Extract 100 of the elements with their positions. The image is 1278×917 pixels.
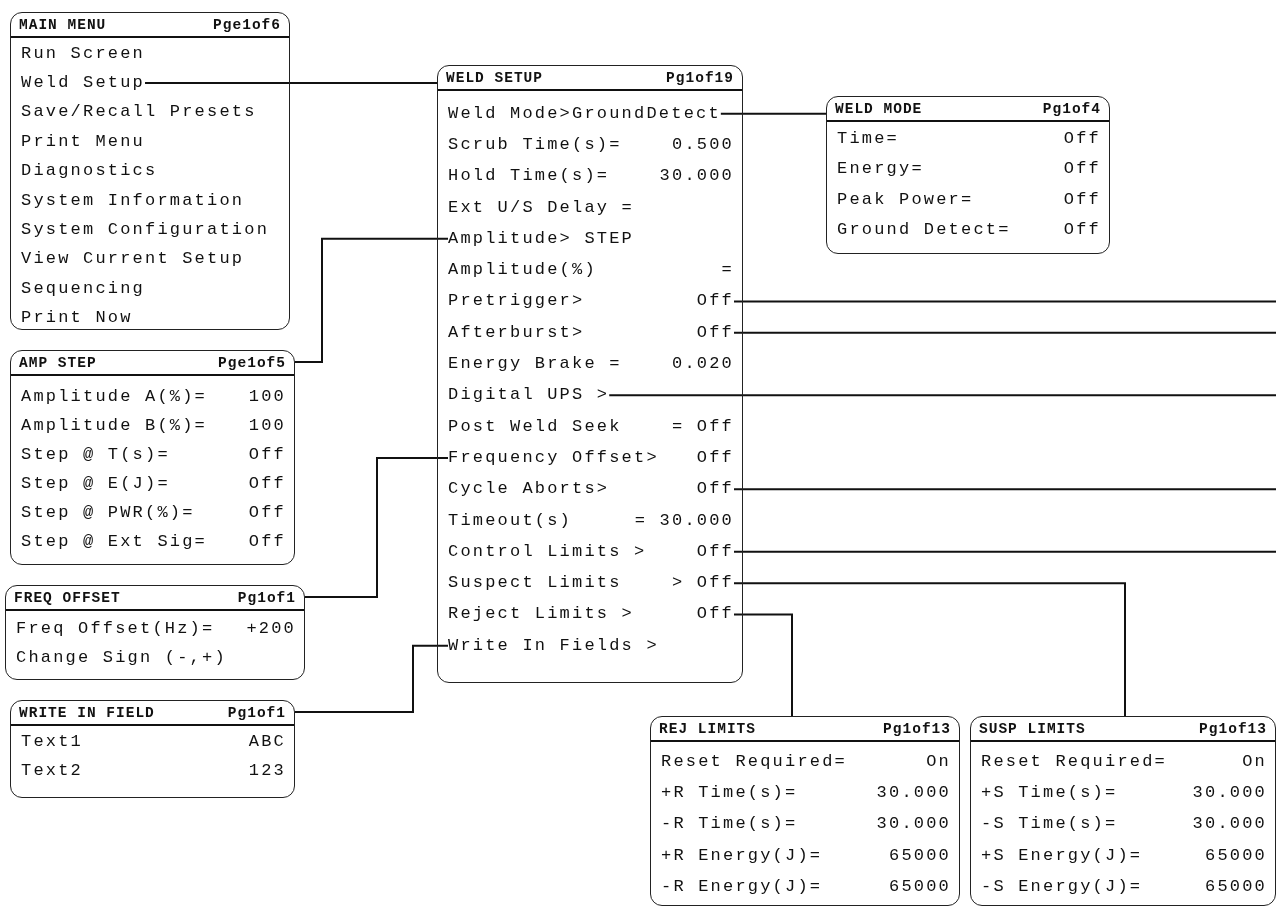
menu-item-label: Text2 (21, 760, 83, 781)
menu-item-label: System Information (21, 190, 245, 211)
menu-item-value: ABC (248, 732, 286, 753)
screen-title: AMP STEP (19, 354, 97, 371)
menu-item-value: = (721, 260, 734, 281)
menu-item-value: 100 (248, 386, 286, 407)
connector-line (719, 112, 827, 115)
screen-title: WELD SETUP (446, 69, 543, 86)
screen-title: WELD MODE (835, 100, 923, 117)
menu-item-value: 30.000 (876, 814, 951, 835)
menu-item-label: Suspect Limits (448, 573, 622, 594)
menu-item-value: 65000 (1205, 845, 1267, 866)
menu-screen-panel (970, 716, 1276, 906)
menu-item-label: Run Screen (21, 43, 146, 64)
page-number: Pg1of13 (883, 720, 951, 737)
menu-item-label: Hold Time(s)= (448, 166, 610, 187)
menu-item-label: Cycle Aborts> (448, 479, 610, 500)
menu-item-value: 0.020 (672, 354, 734, 375)
page-number: Pg1of13 (1199, 720, 1267, 737)
menu-item-label: Post Weld Seek (448, 416, 622, 437)
screen-title: WRITE IN FIELD (19, 704, 155, 721)
menu-item-label: +R Energy(J)= (661, 845, 823, 866)
menu-item-value: 30.000 (659, 166, 734, 187)
menu-item-value: +200 (246, 618, 296, 639)
menu-item-label: Scrub Time(s)= (448, 134, 622, 155)
menu-item-label: Write In Fields > (448, 635, 659, 656)
menu-item-label: -S Time(s)= (981, 814, 1118, 835)
menu-item-label: Step @ E(J)= (21, 473, 170, 494)
page-number: Pg1of1 (227, 704, 286, 721)
connector-line (733, 488, 1277, 491)
menu-item-label: Energy= (837, 159, 924, 180)
page-number: Pge1of5 (218, 354, 286, 371)
menu-screen-panel (826, 96, 1110, 254)
menu-item-label: View Current Setup (21, 249, 245, 270)
menu-item-label: System Configuration (21, 220, 270, 241)
menu-screen-panel (5, 585, 305, 680)
connector-line (733, 582, 1126, 717)
menu-item-label: Peak Power= (837, 189, 974, 210)
menu-item-label: Sequencing (21, 278, 146, 299)
screen-title: MAIN MENU (19, 16, 107, 33)
menu-item-label: -R Energy(J)= (661, 876, 823, 897)
connector-line (304, 456, 449, 598)
menu-item-label: Print Menu (21, 131, 146, 152)
menu-item-value: = Off (672, 416, 734, 437)
menu-item-value: 100 (248, 415, 286, 436)
menu-item-label: Save/Recall Presets (21, 102, 257, 123)
menu-item-value: 30.000 (1192, 782, 1267, 803)
menu-item-label: Amplitude> STEP (448, 228, 635, 249)
menu-item-value: 30.000 (1192, 814, 1267, 835)
menu-item-label: Change Sign (-,+) (16, 647, 227, 668)
menu-item-value: Off (696, 604, 734, 625)
menu-item-value: Off (248, 444, 286, 465)
menu-screen-panel (10, 12, 290, 330)
connector-line (294, 644, 449, 713)
menu-item-label: Step @ Ext Sig= (21, 531, 208, 552)
menu-item-value: > Off (672, 573, 734, 594)
menu-item-label: +S Energy(J)= (981, 845, 1143, 866)
menu-item-label: Reset Required= (661, 751, 848, 772)
menu-item-label: Pretrigger> (448, 291, 585, 312)
screen-title: SUSP LIMITS (979, 720, 1086, 737)
menu-item-label: Frequency Offset> (448, 447, 659, 468)
menu-item-value: Off (248, 502, 286, 523)
menu-item-value: Off (248, 473, 286, 494)
menu-item-value: 123 (248, 760, 286, 781)
menu-screen-panel (437, 65, 743, 683)
menu-item-value: Off (696, 447, 734, 468)
screen-title: FREQ OFFSET (14, 589, 121, 606)
menu-item-label: Reject Limits > (448, 604, 635, 625)
menu-item-value: Off (696, 541, 734, 562)
menu-item-label: Timeout(s) (448, 510, 573, 531)
connector-line (608, 394, 1277, 397)
connector-line (733, 613, 793, 717)
menu-item-label: -R Time(s)= (661, 814, 798, 835)
menu-item-value: Off (696, 291, 734, 312)
menu-item-value: 65000 (1205, 876, 1267, 897)
menu-item-label: Time= (837, 129, 899, 150)
menu-item-label: Control Limits > (448, 541, 647, 562)
menu-item-value: Off (1063, 129, 1101, 150)
connector-line (733, 300, 1277, 303)
menu-item-value: 0.500 (672, 134, 734, 155)
screen-title: REJ LIMITS (659, 720, 756, 737)
menu-item-label: Energy Brake = (448, 354, 622, 375)
menu-item-label: Amplitude(%) (448, 260, 597, 281)
menu-item-label: Text1 (21, 732, 83, 753)
menu-item-label: Afterburst> (448, 322, 585, 343)
menu-screen-panel (650, 716, 960, 906)
menu-item-value: = 30.000 (634, 510, 734, 531)
menu-item-value: Off (1063, 189, 1101, 210)
menu-item-label: Amplitude A(%)= (21, 386, 208, 407)
menu-item-value: Off (248, 531, 286, 552)
connector-line (733, 550, 1277, 553)
menu-item-label: Freq Offset(Hz)= (16, 618, 215, 639)
menu-item-value: Off (696, 322, 734, 343)
menu-item-value: Off (1063, 159, 1101, 180)
menu-item-value: 65000 (889, 845, 951, 866)
menu-item-label: Weld Setup (21, 73, 146, 94)
menu-item-value: Off (696, 479, 734, 500)
menu-screen-panel (10, 700, 295, 798)
menu-item-value: On (1242, 751, 1267, 772)
connector-line (294, 237, 449, 363)
